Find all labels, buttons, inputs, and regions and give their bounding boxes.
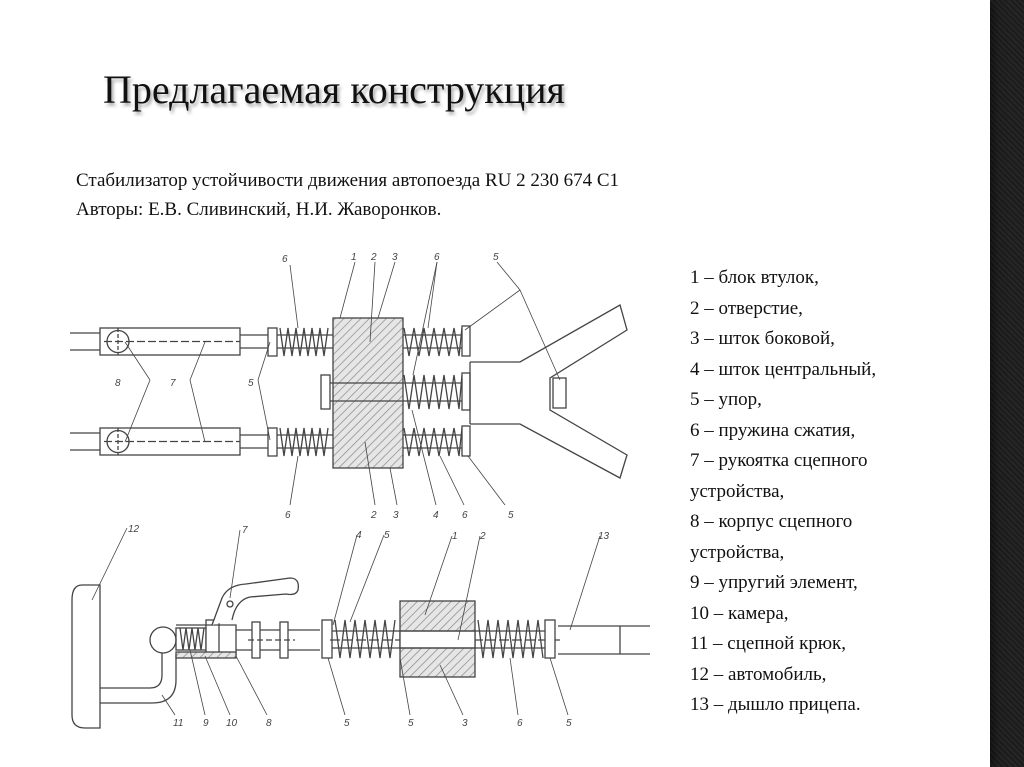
label: 4 — [433, 510, 439, 521]
legend-item: 6 – пружина сжатия, — [690, 419, 856, 441]
legend-item: устройства, — [690, 480, 785, 502]
spring-lower-left — [279, 427, 329, 457]
label: 2 — [370, 252, 377, 263]
side-labels: 12 7 4 5 1 2 13 11 9 10 8 5 5 3 6 5 — [128, 524, 610, 729]
plan-view — [70, 261, 628, 506]
label: 2 — [370, 510, 377, 521]
slide-subtitle: Стабилизатор устойчивости движения автоп… — [76, 166, 619, 224]
coupling-hook — [100, 650, 177, 704]
spring-side-right — [477, 619, 544, 659]
patent-line: Стабилизатор устойчивости движения автоп… — [76, 170, 620, 191]
spring-lower-right — [403, 427, 463, 457]
authors-line: Авторы: Е.В. Сливинский, Н.И. Жаворонков… — [76, 199, 442, 220]
legend-item: 4 – шток центральный, — [690, 358, 877, 380]
legend-item: 5 – упор, — [690, 389, 762, 410]
label: 4 — [356, 530, 362, 541]
plan-leader-lines — [124, 261, 561, 506]
stop-lower — [267, 427, 278, 457]
technical-drawing: 6 1 2 3 6 5 8 7 5 6 2 3 4 6 5 — [70, 252, 650, 729]
trailer-drawbar — [558, 625, 650, 655]
stop-center — [320, 374, 331, 410]
upper-coupling-arm — [70, 327, 268, 356]
lower-coupling-arm — [70, 427, 268, 456]
label: 6 — [434, 252, 440, 263]
spring-upper-left — [279, 327, 329, 357]
legend-item: 11 – сцепной крюк, — [690, 633, 846, 654]
legend-item: 13 – дышло прицепа. — [690, 694, 861, 715]
spring-center-right — [403, 374, 463, 410]
label: 6 — [282, 254, 288, 265]
spring-upper-right — [403, 327, 463, 357]
label: 6 — [517, 718, 523, 729]
label: 13 — [598, 531, 610, 542]
label: 5 — [344, 718, 350, 729]
legend-item: 2 – отверстие, — [690, 297, 803, 319]
label: 9 — [203, 718, 209, 729]
label: 8 — [115, 378, 121, 389]
legend-item: устройства, — [690, 541, 785, 563]
label: 11 — [173, 718, 183, 729]
label: 2 — [479, 531, 486, 542]
label: 10 — [226, 718, 238, 729]
label: 1 — [351, 252, 357, 263]
legend-item: 7 – рукоятка сцепного — [690, 450, 868, 471]
legend-item: 3 – шток боковой, — [690, 328, 835, 349]
label: 3 — [462, 718, 468, 729]
side-leader-lines — [91, 527, 601, 716]
spring-side-left — [334, 619, 396, 659]
sleeve-block — [332, 317, 404, 469]
elastic-element — [179, 627, 205, 651]
drawbar-fork — [469, 304, 628, 479]
label: 7 — [170, 378, 176, 389]
label: 8 — [266, 718, 272, 729]
legend-item: 10 – камера, — [690, 602, 789, 624]
coupling-handle — [211, 577, 299, 626]
label: 5 — [248, 378, 254, 389]
label: 5 — [508, 510, 514, 521]
vehicle-body — [71, 584, 101, 729]
legend-item: 12 – автомобиль, — [690, 663, 827, 685]
side-view — [71, 527, 650, 729]
parts-legend: 1 – блок втулок, 2 – отверстие, 3 – шток… — [690, 263, 876, 721]
label: 6 — [462, 510, 468, 521]
stop-upper — [267, 327, 278, 357]
label: 5 — [384, 530, 390, 541]
slide-title: Предлагаемая конструкция — [103, 67, 565, 112]
legend-item: 1 – блок втулок, — [690, 267, 819, 288]
label: 1 — [452, 531, 458, 542]
slide: Предлагаемая конструкция Стабилизатор ус… — [0, 0, 990, 767]
label: 12 — [128, 524, 140, 535]
label: 5 — [408, 718, 414, 729]
label: 3 — [392, 252, 398, 263]
label: 6 — [285, 510, 291, 521]
legend-item: 9 – упругий элемент, — [690, 572, 858, 593]
label: 5 — [493, 252, 499, 263]
legend-item: 8 – корпус сцепного — [690, 511, 853, 532]
label: 7 — [242, 525, 248, 536]
label: 5 — [566, 718, 572, 729]
plan-labels: 6 1 2 3 6 5 8 7 5 6 2 3 4 6 5 — [115, 252, 514, 521]
label: 3 — [393, 510, 399, 521]
